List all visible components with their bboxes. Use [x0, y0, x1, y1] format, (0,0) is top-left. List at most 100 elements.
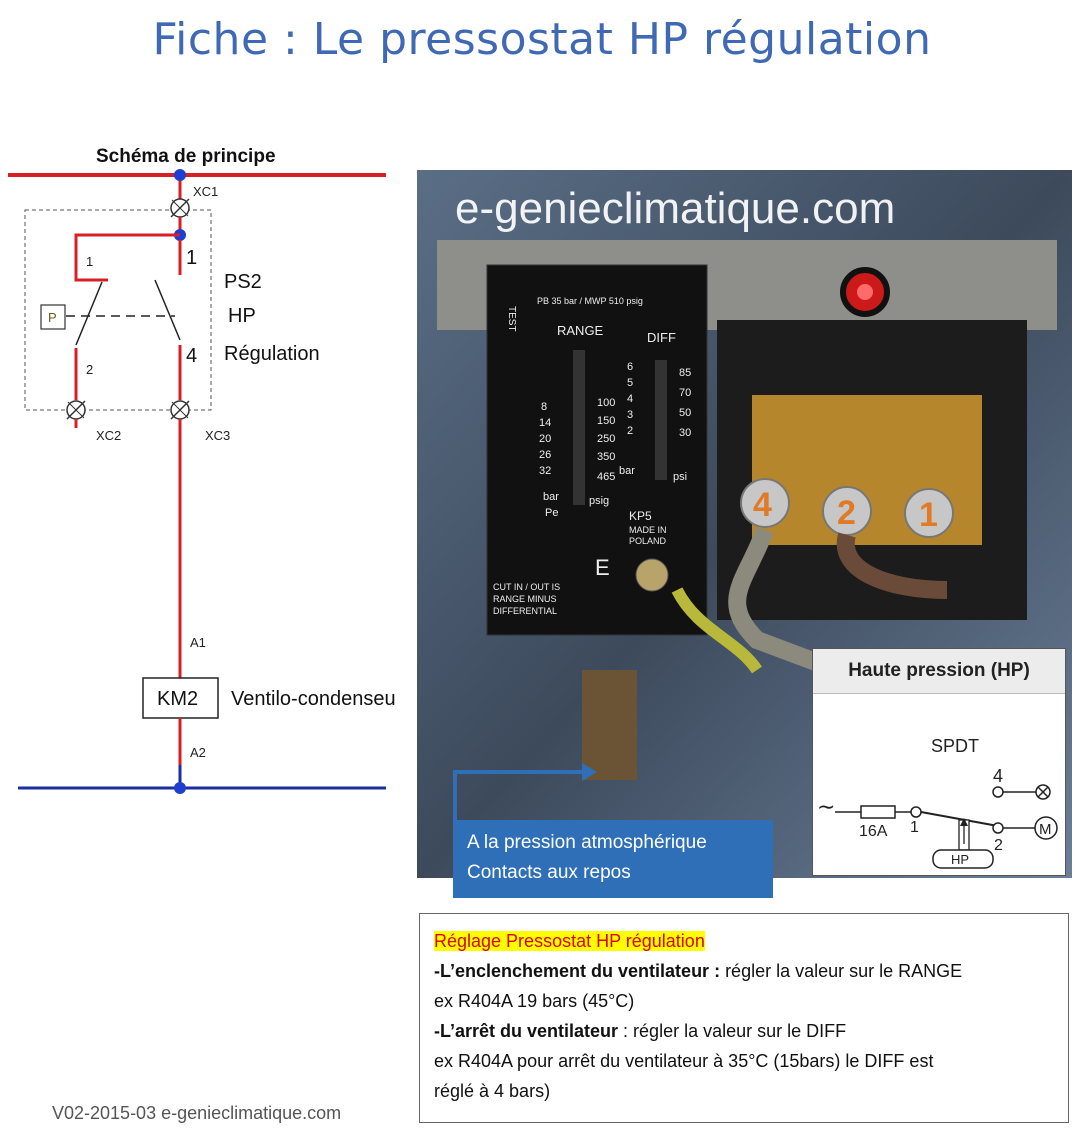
note-line-1-rest: régler la valeur sur le RANGE: [720, 961, 963, 981]
photo-terminal-2: 2: [837, 494, 856, 532]
svg-text:M: M: [1039, 821, 1052, 838]
note-title-line: Réglage Pressostat HP régulation: [434, 926, 1054, 956]
hp-bellows-symbol: [932, 818, 994, 869]
label-ps2: PS2: [224, 271, 262, 293]
control-panel: [486, 264, 708, 636]
callout-line-1: A la pression atmosphérique: [467, 832, 707, 853]
note-line-5: réglé à 4 bars): [434, 1081, 551, 1101]
svg-text:26: 26: [539, 449, 551, 461]
panel-diff: DIFF: [647, 330, 676, 345]
label-ventilo: Ventilo-condenseu: [231, 688, 396, 710]
diff-slot: [655, 360, 667, 480]
note-line-3-bold: -L’arrêt du ventilateur: [434, 1021, 619, 1041]
terminal-xc3: [170, 400, 190, 420]
panel-cut-in-2: RANGE MINUS: [493, 594, 557, 604]
earth-screw: [635, 558, 669, 592]
wire-yellow-green: [671, 587, 762, 674]
svg-text:8: 8: [541, 401, 547, 413]
note-title: Réglage Pressostat HP régulation: [434, 931, 705, 951]
svg-text:32: 32: [539, 465, 551, 477]
fuse-label: 16A: [859, 823, 888, 840]
label-a1: A1: [190, 635, 206, 650]
panel-kp5: KP5: [629, 509, 652, 523]
unit-psi: psi: [673, 471, 687, 483]
label-regulation: Régulation: [224, 343, 320, 365]
label-contact-2-left: 2: [86, 362, 93, 377]
hp-box-header: Haute pression (HP): [813, 649, 1065, 694]
photo-terminal-4: 4: [753, 486, 772, 524]
svg-text:70: 70: [679, 387, 691, 399]
callout-line-2: Contacts aux repos: [467, 862, 631, 883]
panel-range: RANGE: [557, 323, 604, 338]
panel-poland: POLAND: [629, 536, 667, 546]
left-switch-blade: [75, 281, 103, 346]
photo-terminal-1: 1: [919, 496, 938, 534]
fuse-symbol: [860, 805, 896, 819]
svg-text:3: 3: [627, 409, 633, 421]
label-term-4: 4: [186, 345, 197, 367]
label-contact-1-left: 1: [86, 254, 93, 269]
wire-grey: [728, 526, 841, 679]
ac-symbol: ∼: [817, 794, 835, 819]
atmospheric-pressure-callout: A la pression atmosphérique Contacts aux…: [453, 820, 773, 898]
range-slot: [573, 350, 585, 505]
svg-text:250: 250: [597, 433, 615, 445]
panel-test: TEST: [506, 306, 517, 332]
label-xc3: XC3: [205, 428, 230, 443]
terminal-screw-1: [904, 488, 954, 538]
range-psig-scale: 100 150 250 350 465: [597, 397, 615, 483]
range-bar-scale: 8 14 20 26 32: [539, 401, 551, 477]
panel-top: PB 35 bar / MWP 510 psig: [537, 296, 643, 306]
node-top: [174, 169, 186, 181]
terminal-xc1: [170, 198, 190, 218]
hp-spdt-box: Haute pression (HP) SPDT 4 ∼ 16A 1 2 M: [812, 648, 1066, 876]
panel-e: E: [595, 555, 610, 580]
spdt-symbol: SPDT 4 ∼ 16A 1 2 M HP: [817, 736, 1058, 869]
right-switch-blade: [154, 279, 181, 341]
settings-note: Réglage Pressostat HP régulation -L’encl…: [419, 913, 1069, 1123]
panel-made-in: MADE IN: [629, 525, 667, 535]
label-xc1: XC1: [193, 184, 218, 199]
spdt-t2: 2: [994, 837, 1003, 854]
spdt-label: SPDT: [931, 736, 979, 756]
label-p: P: [48, 310, 57, 325]
pressostat-enclosure: [24, 209, 212, 411]
label-a2: A2: [190, 745, 206, 760]
watermark: e-genieclimatique.com: [455, 184, 895, 233]
panel-cut-in-1: CUT IN / OUT IS: [493, 582, 560, 592]
schema-heading: Schéma de principe: [96, 146, 276, 167]
svg-text:2: 2: [627, 425, 633, 437]
unit-psig: psig: [589, 495, 609, 507]
panel-cut-in-3: DIFFERENTIAL: [493, 606, 557, 616]
note-line-2: ex R404A 19 bars (45°C): [434, 991, 635, 1011]
unit-pe: Pe: [545, 507, 558, 519]
spdt-t4: 4: [993, 766, 1003, 786]
spdt-t1: 1: [910, 819, 919, 836]
footer-version: V02-2015-03 e-genieclimatique.com: [52, 1103, 342, 1123]
node-bottom: [174, 782, 186, 794]
km2-coil: [142, 677, 219, 719]
terminal-xc2: [66, 400, 86, 420]
svg-text:350: 350: [597, 451, 615, 463]
note-line-1: -L’enclenchement du ventilateur : régler…: [434, 956, 1054, 986]
wire-left-contact: [74, 233, 180, 282]
page-title: Fiche : Le pressostat HP régulation: [152, 14, 932, 65]
svg-text:14: 14: [539, 417, 551, 429]
note-line-1-bold: -L’enclenchement du ventilateur :: [434, 961, 721, 981]
schematic-diagram: Schéma de principe XC1 1 2 1 4 P PS2 HP …: [8, 146, 396, 794]
hp-label: HP: [951, 852, 969, 867]
svg-text:465: 465: [597, 471, 615, 483]
wire-brown: [836, 532, 948, 599]
unit-bar-diff: bar: [619, 465, 635, 477]
label-km2: KM2: [157, 688, 198, 710]
pressure-connector: [582, 670, 637, 780]
note-line-3-rest: : régler la valeur sur le DIFF: [618, 1021, 847, 1041]
svg-text:5: 5: [627, 377, 633, 389]
label-xc2: XC2: [96, 428, 121, 443]
svg-text:20: 20: [539, 433, 551, 445]
motor-symbol: M: [1034, 816, 1058, 840]
svg-text:30: 30: [679, 427, 691, 439]
svg-text:4: 4: [627, 393, 633, 405]
svg-text:100: 100: [597, 397, 615, 409]
